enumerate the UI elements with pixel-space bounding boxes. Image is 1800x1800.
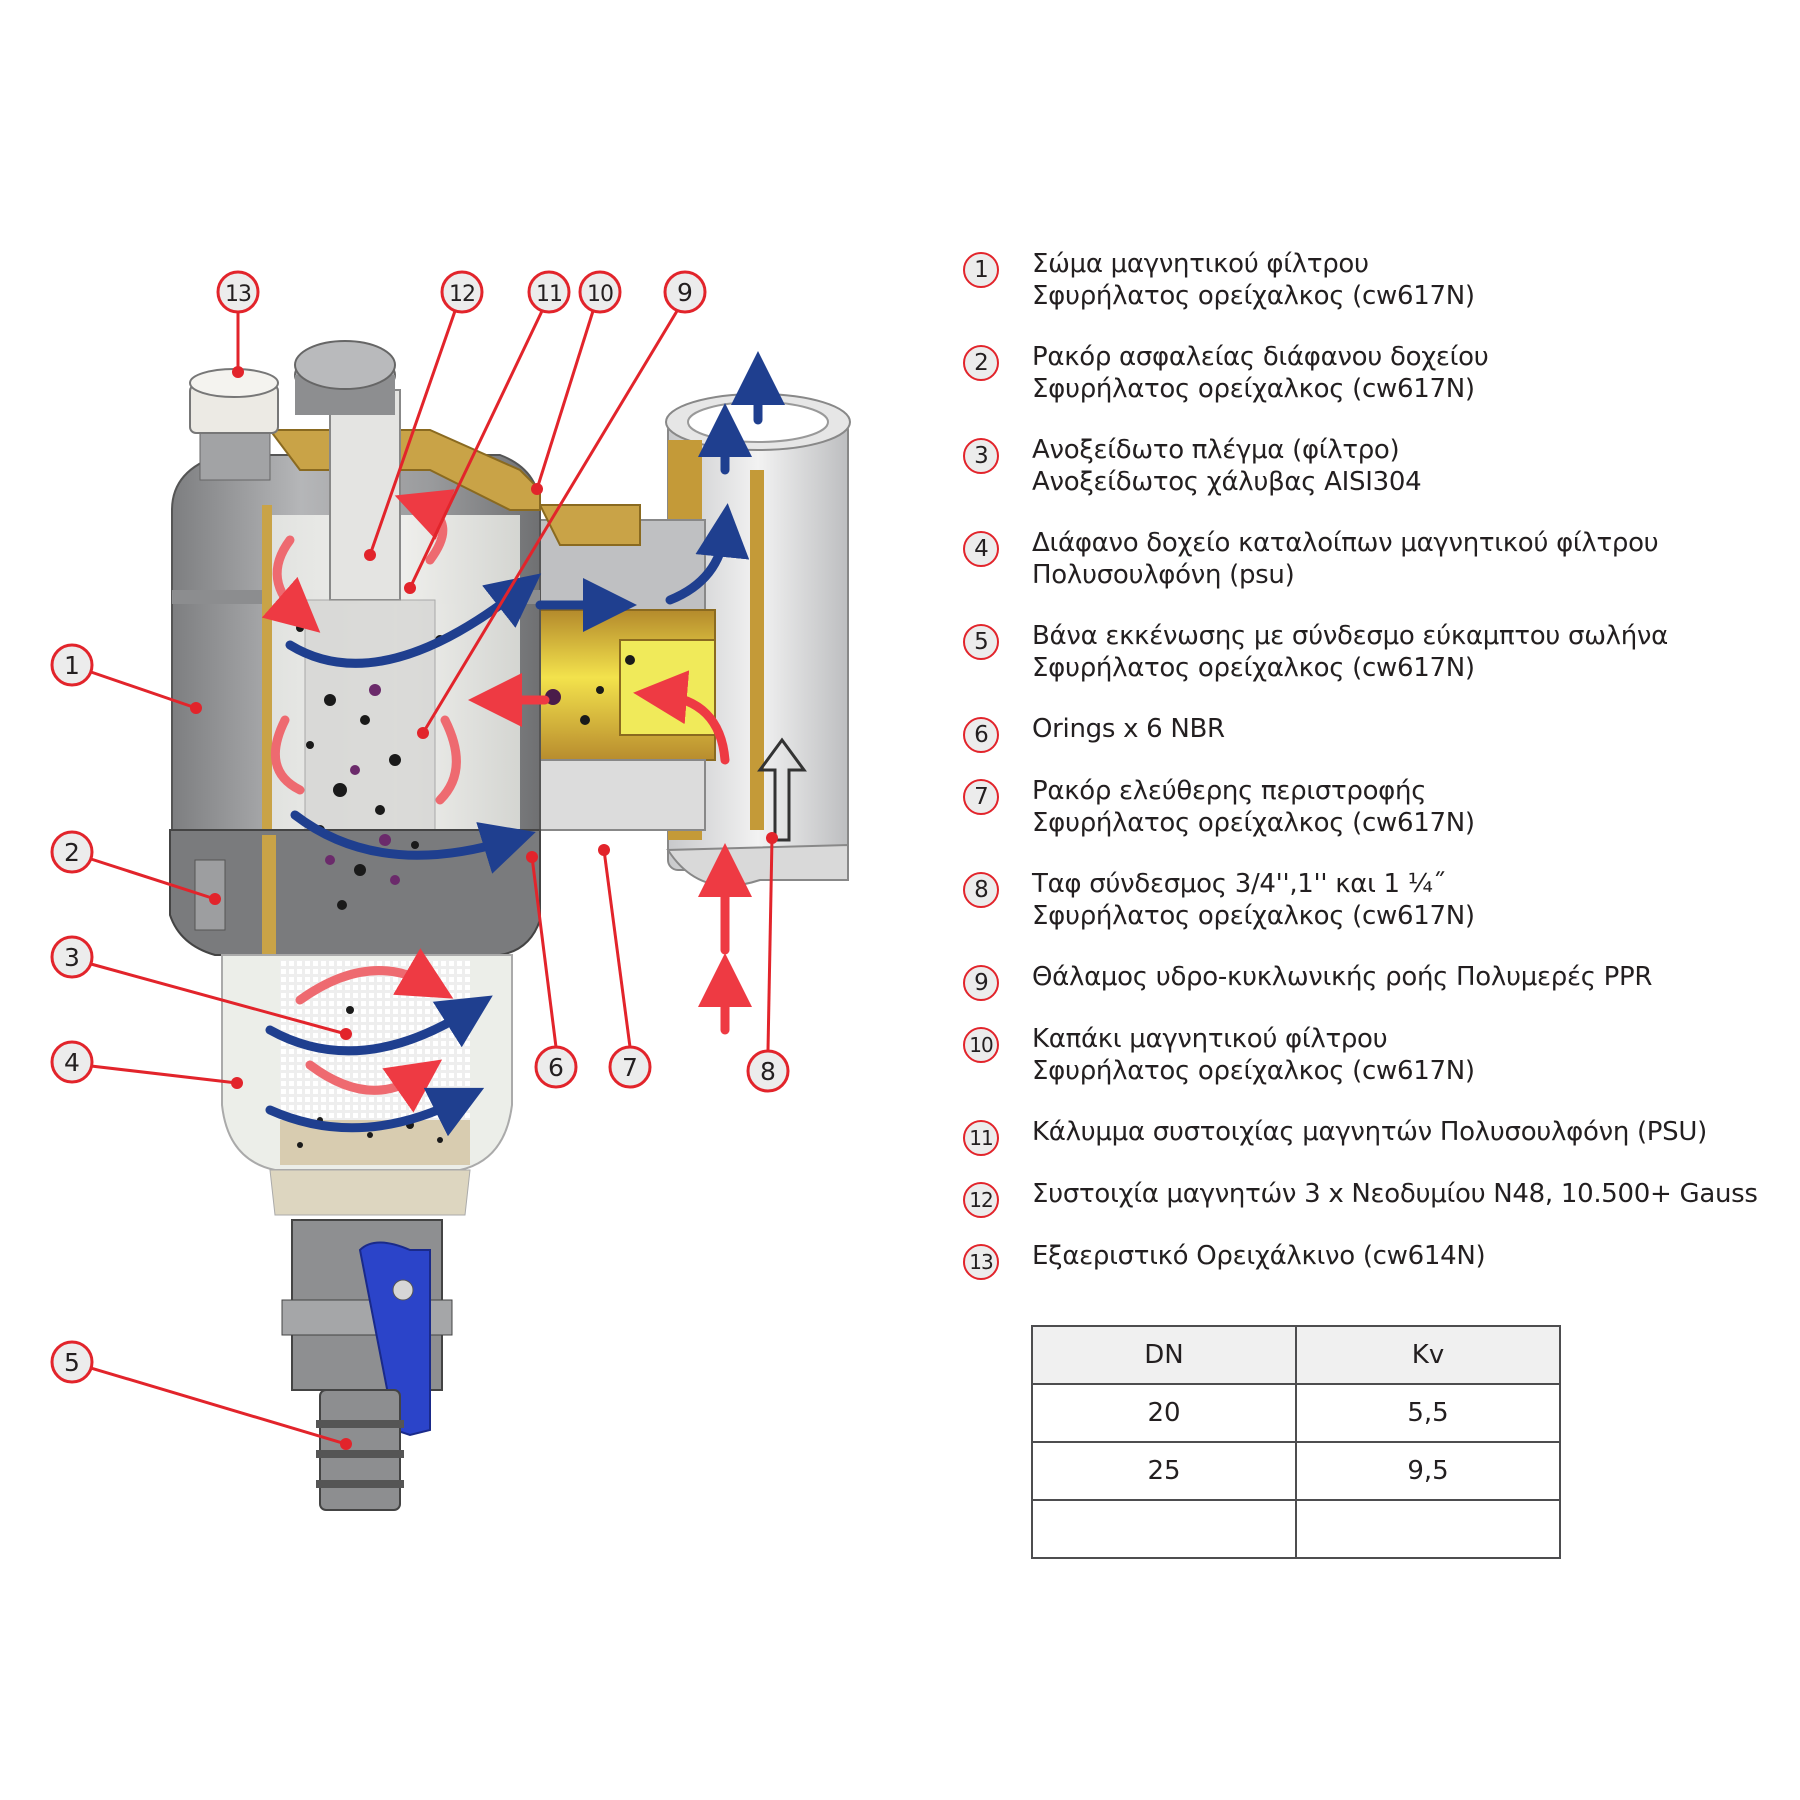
callout-badge-12: 12 (440, 270, 484, 314)
cell-dn: 20 (1031, 1383, 1297, 1443)
legend-material: Σφυρήλατος ορείχαλκος (cw617N) (1032, 653, 1475, 683)
legend-number: 5 (963, 624, 999, 660)
purple-debris (325, 684, 400, 885)
legend-material: Πολυσουλφόνη (psu) (1032, 560, 1295, 590)
legend-item-12: 12 Συστοιχία μαγνητών 3 x Νεοδυμίου N48,… (960, 1178, 1800, 1240)
legend-item-2: 2 Ρακόρ ασφαλείας διάφανου δοχείου Σφυρή… (960, 341, 1800, 434)
callout-number: 12 (449, 282, 475, 307)
cell-dn: 25 (1031, 1441, 1297, 1501)
legend-title: Ανοξείδωτο πλέγμα (φίλτρο) (1032, 435, 1400, 465)
legend-title: Ταφ σύνδεσμος 3/4'',1'' και 1 ¼˝ (1032, 869, 1446, 899)
legend-number: 6 (963, 717, 999, 753)
cell-kv: 5,5 (1295, 1383, 1561, 1443)
legend-number: 9 (963, 965, 999, 1001)
legend-title: Βάνα εκκένωσης με σύνδεσμο εύκαμπτου σωλ… (1032, 621, 1668, 651)
legend-item-1: 1 Σώμα μαγνητικού φίλτρου Σφυρήλατος ορε… (960, 248, 1800, 341)
callout-number: 9 (677, 278, 693, 307)
callout-leaders (90, 310, 774, 1446)
legend-number: 3 (963, 438, 999, 474)
callout-badge-8: 8 (746, 1049, 790, 1093)
callout-number: 5 (64, 1348, 80, 1377)
header-dn: DN (1031, 1325, 1297, 1385)
legend-item-3: 3 Ανοξείδωτο πλέγμα (φίλτρο) Ανοξείδωτος… (960, 434, 1800, 527)
legend-number: 4 (963, 531, 999, 567)
legend-title: Εξαεριστικό Ορειχάλκινο (cw614N) (1032, 1241, 1486, 1271)
callout-badge-6: 6 (534, 1045, 578, 1089)
safety-ring-nut (169, 829, 541, 960)
legend-title: Συστοιχία μαγνητών 3 x Νεοδυμίου N48, 10… (1032, 1179, 1758, 1209)
legend-number: 7 (963, 779, 999, 815)
callout-number: 8 (760, 1057, 776, 1086)
callout-badge-7: 7 (608, 1045, 652, 1089)
legend-number: 2 (963, 345, 999, 381)
table-header-row: DN Kv (1031, 1325, 1561, 1385)
legend-title: Ρακόρ ελεύθερης περιστροφής (1032, 776, 1427, 806)
callout-badge-2: 2 (50, 830, 94, 874)
legend-title: Καπάκι μαγνητικού φίλτρου (1032, 1024, 1388, 1054)
callout-dots (190, 366, 778, 1450)
cell-dn (1031, 1499, 1297, 1559)
callout-number: 6 (548, 1053, 564, 1082)
callout-number: 3 (64, 943, 80, 972)
legend-material: Σφυρήλατος ορείχαλκος (cw617N) (1032, 1056, 1475, 1086)
flow-arrows (261, 351, 785, 1137)
magnetic-filter-diagram: 1 2 3 4 5 6 7 8 9 10 11 12 (50, 270, 851, 1511)
legend-number: 1 (963, 252, 999, 288)
legend-number: 8 (963, 872, 999, 908)
legend-number: 13 (963, 1244, 999, 1280)
drain-valve (281, 1219, 453, 1511)
legend-material: Σφυρήλατος ορείχαλκος (cw617N) (1032, 901, 1475, 931)
header-kv: Kv (1295, 1325, 1561, 1385)
legend-item-4: 4 Διάφανο δοχείο καταλοίπων μαγνητικού φ… (960, 527, 1800, 620)
legend-item-13: 13 Εξαεριστικό Ορειχάλκινο (cw614N) (960, 1240, 1800, 1302)
callout-badge-11: 11 (527, 270, 571, 314)
legend-item-9: 9 Θάλαμος υδρο-κυκλωνικής ροής Πολυμερές… (960, 961, 1800, 1023)
table-row: 20 5,5 (1031, 1383, 1561, 1443)
table-row: 25 9,5 (1031, 1441, 1561, 1501)
cell-kv (1295, 1499, 1561, 1559)
callout-number: 10 (587, 282, 613, 307)
callout-badge-9: 9 (663, 270, 707, 314)
legend-item-6: 6 Orings x 6 NBR (960, 713, 1800, 775)
legend-number: 10 (963, 1027, 999, 1063)
legend-material: Ανοξείδωτος χάλυβας AISI304 (1032, 467, 1422, 497)
callout-number: 1 (64, 651, 80, 680)
legend-title: Θάλαμος υδρο-κυκλωνικής ροής Πολυμερές P… (1032, 962, 1653, 992)
cell-kv: 9,5 (1295, 1441, 1561, 1501)
callout-badge-10: 10 (578, 270, 622, 314)
filter-body (171, 340, 541, 911)
transparent-bowl (221, 954, 513, 1216)
legend-item-7: 7 Ρακόρ ελεύθερης περιστροφής Σφυρήλατος… (960, 775, 1800, 868)
table-row (1031, 1499, 1561, 1559)
legend-item-8: 8 Ταφ σύνδεσμος 3/4'',1'' και 1 ¼˝ Σφυρή… (960, 868, 1800, 961)
legend-title: Ρακόρ ασφαλείας διάφανου δοχείου (1032, 342, 1489, 372)
callout-number: 11 (536, 282, 562, 307)
callout-badge-5: 5 (50, 1340, 94, 1384)
callout-badge-1: 1 (50, 643, 94, 687)
legend-material: Σφυρήλατος ορείχαλκος (cw617N) (1032, 281, 1475, 311)
parts-legend: 1 Σώμα μαγνητικού φίλτρου Σφυρήλατος ορε… (960, 248, 1800, 1302)
callout-badge-13: 13 (216, 270, 260, 314)
callout-number: 4 (64, 1048, 80, 1077)
callout-number: 13 (225, 282, 251, 307)
legend-number: 11 (963, 1120, 999, 1156)
legend-title: Διάφανο δοχείο καταλοίπων μαγνητικού φίλ… (1032, 528, 1659, 558)
legend-material: Σφυρήλατος ορείχαλκος (cw617N) (1032, 374, 1475, 404)
legend-item-11: 11 Κάλυμμα συστοιχίας μαγνητών Πολυσουλφ… (960, 1116, 1800, 1178)
legend-item-10: 10 Καπάκι μαγνητικού φίλτρου Σφυρήλατος … (960, 1023, 1800, 1116)
callout-number: 2 (64, 838, 80, 867)
callout-badge-3: 3 (50, 935, 94, 979)
legend-material: Σφυρήλατος ορείχαλκος (cw617N) (1032, 808, 1475, 838)
legend-number: 12 (963, 1182, 999, 1218)
callout-number: 7 (622, 1053, 638, 1082)
legend-item-5: 5 Βάνα εκκένωσης με σύνδεσμο εύκαμπτου σ… (960, 620, 1800, 713)
legend-title: Orings x 6 NBR (1032, 714, 1225, 744)
callout-badge-4: 4 (50, 1040, 94, 1084)
dn-kv-table: DN Kv 20 5,5 25 9,5 (1031, 1325, 1561, 1559)
legend-title: Κάλυμμα συστοιχίας μαγνητών Πολυσουλφόνη… (1032, 1117, 1707, 1147)
legend-title: Σώμα μαγνητικού φίλτρου (1032, 249, 1369, 279)
